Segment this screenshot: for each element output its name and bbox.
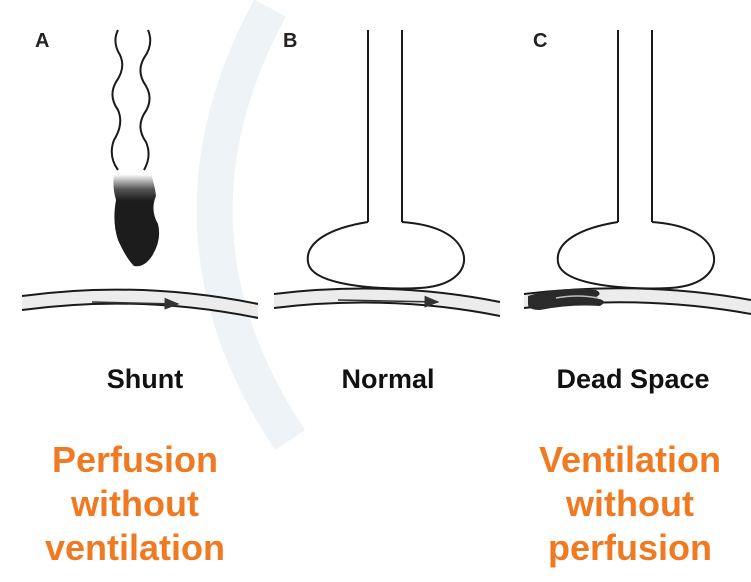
panel-caption-dead-space: Dead Space: [528, 364, 738, 395]
note-right-line-1: Ventilation: [512, 438, 748, 482]
panel-b-normal-drawing: [274, 30, 500, 316]
panel-letter-c: C: [533, 30, 547, 53]
panel-caption-shunt: Shunt: [60, 364, 230, 395]
panel-letter-a: A: [35, 30, 49, 53]
note-right-line-3: perfusion: [512, 526, 748, 570]
note-shunt-explanation: Perfusion without ventilation: [10, 438, 260, 570]
note-dead-space-explanation: Ventilation without perfusion: [512, 438, 748, 570]
note-left-line-3: ventilation: [10, 526, 260, 570]
collapsed-alveolus: [113, 118, 159, 266]
panel-caption-normal: Normal: [303, 364, 473, 395]
note-right-line-2: without: [512, 482, 748, 526]
alveolus-c: [558, 222, 714, 288]
alveolus-b: [308, 222, 464, 288]
panel-c-dead-space-drawing: [524, 30, 751, 314]
note-left-line-2: without: [10, 482, 260, 526]
note-left-line-1: Perfusion: [10, 438, 260, 482]
panel-letter-b: B: [283, 30, 297, 53]
